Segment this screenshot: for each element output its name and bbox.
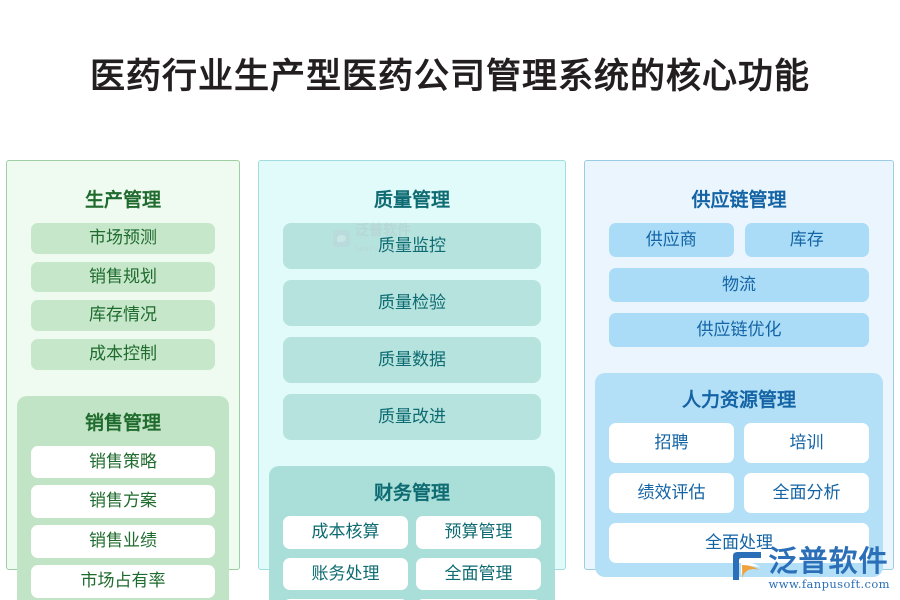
brand-url: www.fanpusoft.com [768,576,890,591]
items-finance: 成本核算 预算管理 账务处理 全面管理 财务数据 决策建议 [283,516,541,600]
panel-production-sales: 生产管理 市场预测 销售规划 库存情况 成本控制 销售管理 销售策略 销售方案 … [6,160,240,600]
card-title-quality: 质量管理 [373,189,450,211]
card-title-sales: 销售管理 [84,411,161,434]
item-budget-management[interactable]: 预算管理 [416,516,541,549]
card-production: 生产管理 市场预测 销售规划 库存情况 成本控制 [17,171,229,384]
item-performance-evaluation[interactable]: 绩效评估 [609,473,734,513]
page-title: 医药行业生产型医药公司管理系统的核心功能 [89,57,810,97]
item-comprehensive-analysis[interactable]: 全面分析 [744,473,869,513]
item-quality-monitoring[interactable]: 质量监控 [283,223,541,269]
columns-container: 生产管理 市场预测 销售规划 库存情况 成本控制 销售管理 销售策略 销售方案 … [6,160,894,600]
item-sales-planning[interactable]: 销售规划 [31,261,215,293]
item-recruitment[interactable]: 招聘 [609,423,734,463]
card-hr: 人力资源管理 招聘 培训 绩效评估 全面分析 全面处理 [595,373,883,577]
items-supply-chain: 供应商 库存 物流 供应链优化 [609,223,869,347]
item-quality-inspection[interactable]: 质量检验 [283,280,541,326]
panel-quality-finance: 质量管理 质量监控 质量检验 质量数据 质量改进 财务管理 成本核算 预算管理 … [258,160,566,600]
card-title-hr: 人力资源管理 [681,389,796,411]
item-comprehensive-management[interactable]: 全面管理 [416,557,541,591]
item-account-processing[interactable]: 账务处理 [283,557,408,591]
items-production: 市场预测 销售规划 库存情况 成本控制 [31,223,215,370]
card-quality: 质量管理 质量监控 质量检验 质量数据 质量改进 [269,171,555,454]
items-hr: 招聘 培训 绩效评估 全面分析 全面处理 [609,423,869,563]
item-inventory-status[interactable]: 库存情况 [31,300,215,332]
item-cost-accounting[interactable]: 成本核算 [283,516,408,549]
item-inventory[interactable]: 库存 [744,223,869,257]
card-title-finance: 财务管理 [373,482,450,504]
item-logistics[interactable]: 物流 [609,268,869,302]
card-title-production: 生产管理 [84,189,161,211]
item-sales-plan[interactable]: 销售方案 [31,485,215,519]
item-quality-improvement[interactable]: 质量改进 [283,394,541,440]
card-sales: 销售管理 销售策略 销售方案 销售业绩 市场占有率 [17,395,229,600]
items-sales: 销售策略 销售方案 销售业绩 市场占有率 [31,445,215,598]
card-title-supply-chain: 供应链管理 [691,189,787,211]
item-market-share[interactable]: 市场占有率 [31,564,215,598]
item-supplier[interactable]: 供应商 [609,223,734,257]
item-supply-chain-optimization[interactable]: 供应链优化 [609,313,869,347]
item-comprehensive-processing[interactable]: 全面处理 [609,523,869,563]
item-training[interactable]: 培训 [744,423,869,463]
item-sales-performance[interactable]: 销售业绩 [31,525,215,558]
item-sales-strategy[interactable]: 销售策略 [31,445,215,479]
card-finance: 财务管理 成本核算 预算管理 账务处理 全面管理 财务数据 决策建议 [269,466,555,600]
item-quality-data[interactable]: 质量数据 [283,337,541,383]
panel-supplychain-hr: 供应链管理 供应商 库存 物流 供应链优化 人力资源管理 招聘 培训 绩效评估 … [584,160,894,577]
card-supply-chain: 供应链管理 供应商 库存 物流 供应链优化 [595,171,883,361]
item-market-forecast[interactable]: 市场预测 [31,223,215,254]
items-quality: 质量监控 质量检验 质量数据 质量改进 [283,223,541,440]
item-cost-control[interactable]: 成本控制 [31,339,215,370]
